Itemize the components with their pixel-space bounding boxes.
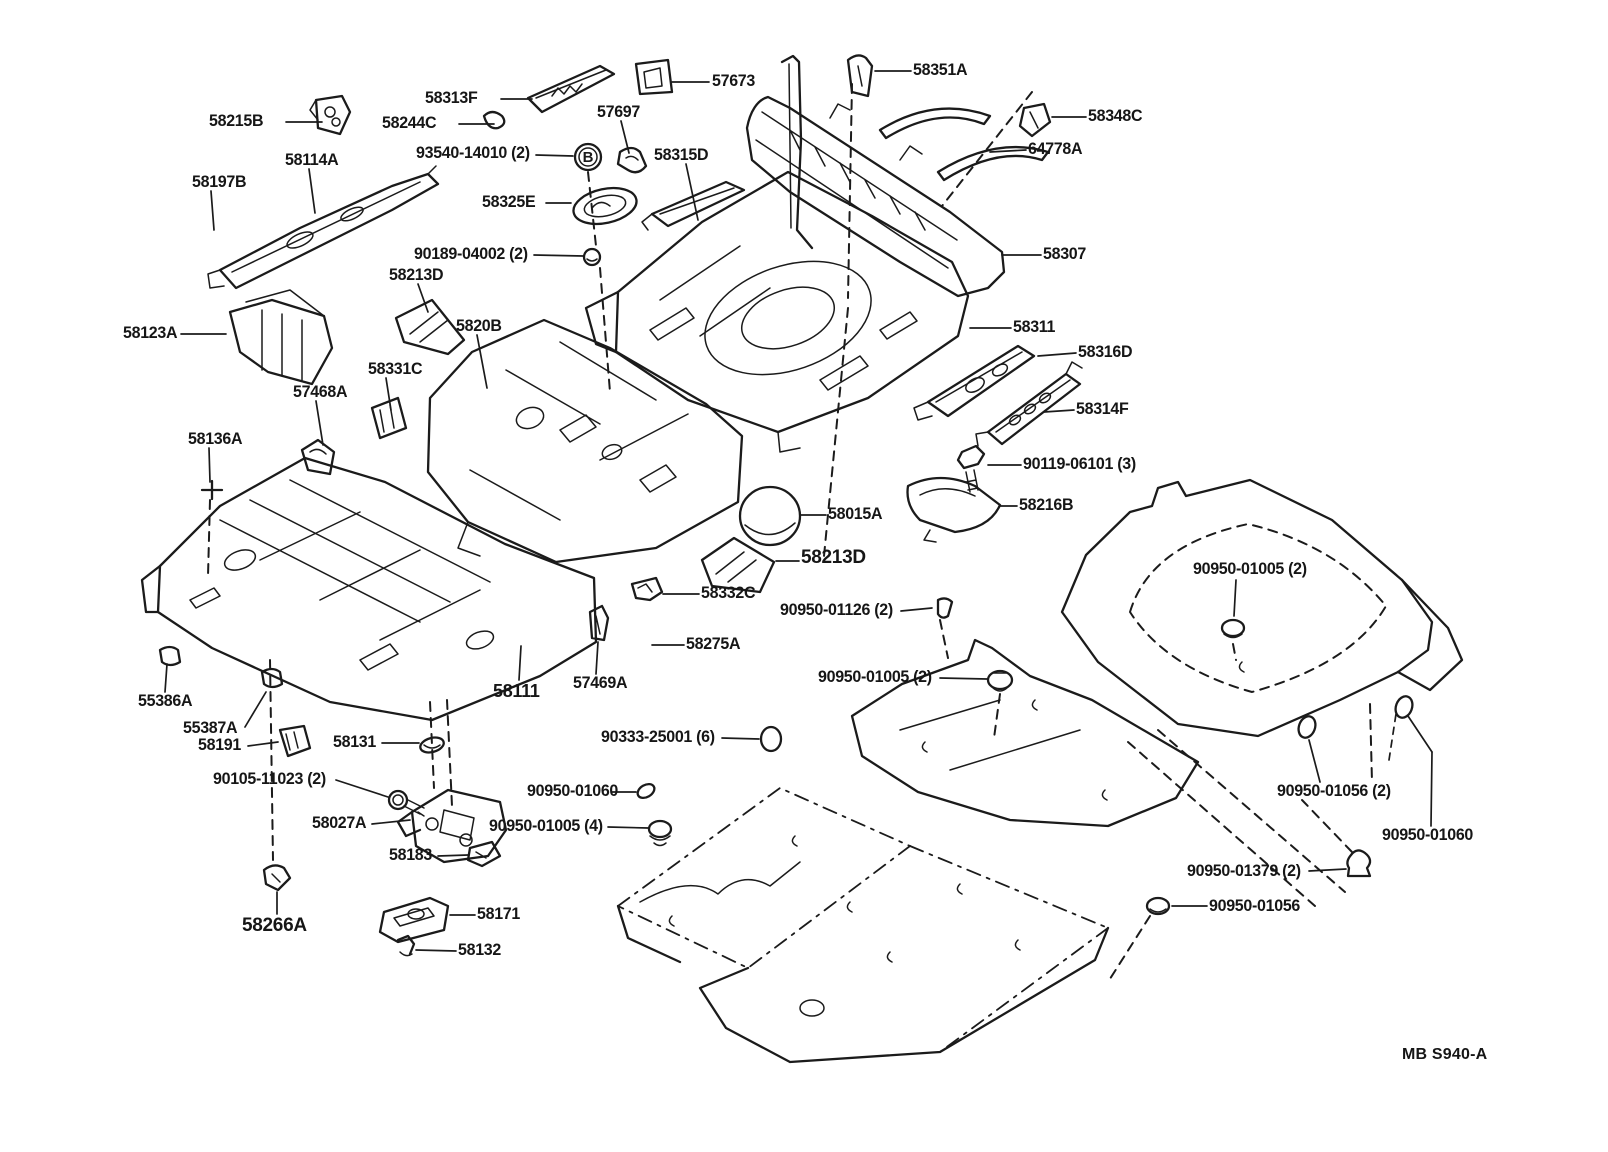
part-90950-01056-rings-shape — [1296, 694, 1416, 740]
part-58266A-shape — [264, 865, 290, 890]
part-58171-shape — [380, 898, 448, 942]
part-55386A-shape — [160, 647, 180, 665]
part-90105-bolt-shape — [389, 791, 424, 816]
part-58215B-shape — [310, 96, 350, 134]
leader-line — [245, 692, 266, 727]
part-90950-01056-grommet-shape — [1147, 898, 1169, 914]
leader-line — [1309, 740, 1320, 782]
leader-line — [309, 169, 315, 213]
leader-line — [940, 678, 987, 679]
part-mid-carpet-shape — [852, 640, 1198, 826]
part-90189-nut-shape — [584, 249, 600, 265]
part-90950-01005-plug-front-shape — [649, 821, 671, 846]
part-rear-pillar-shape — [782, 56, 812, 248]
part-90950-01126-plug-shape — [938, 598, 952, 617]
part-58348C-shape — [1020, 104, 1050, 136]
leader-line — [386, 378, 391, 410]
leader-line — [1044, 410, 1074, 412]
part-58351A-shape — [848, 55, 872, 96]
part-57469A-shape — [590, 606, 608, 640]
part-64778A-shape — [880, 109, 1048, 180]
part-57697-shape — [618, 148, 646, 172]
part-58015A-plug-shape — [740, 487, 800, 545]
leader-line — [1309, 869, 1346, 871]
part-58216B-shape — [908, 478, 1001, 542]
drawing-code: MB S940-A — [1402, 1046, 1488, 1063]
leader-line — [1389, 714, 1396, 760]
leader-line — [686, 164, 698, 220]
part-58111-shape — [142, 458, 596, 720]
part-58313F-shape — [528, 66, 614, 112]
leader-line — [165, 664, 167, 692]
leader-line — [248, 742, 278, 746]
circled-b-marker: B — [575, 144, 601, 170]
leader-line — [1234, 580, 1236, 616]
part-58123A-shape — [230, 290, 332, 384]
part-rear-carpet-shape — [1062, 480, 1462, 736]
part-58244C-shape — [484, 112, 504, 128]
part-57468A-shape — [302, 440, 334, 474]
part-58027A-shape — [398, 790, 506, 862]
leader-line — [1431, 752, 1432, 826]
leader-line — [621, 121, 629, 153]
part-55387A-shape — [262, 669, 282, 687]
part-58325E-shape — [570, 183, 640, 230]
part-90950-01005-plug-rear-shape — [1222, 620, 1244, 638]
part-58213D-bracket-lower-shape — [702, 538, 774, 592]
part-90333-grommet-shape — [761, 727, 781, 751]
part-58315D-shape — [642, 182, 744, 230]
leader-line — [901, 608, 932, 611]
part-58131-shape — [419, 735, 446, 755]
leader-line — [209, 448, 210, 482]
leader-line — [438, 855, 468, 856]
part-58314F-shape — [976, 362, 1082, 446]
leader-line — [211, 191, 214, 230]
leader-line — [372, 820, 410, 824]
part-58316D-shape — [914, 346, 1034, 420]
part-57673-shape — [636, 60, 672, 94]
leader-line — [990, 150, 1026, 152]
circled-b-text: B — [583, 149, 594, 166]
part-58136A-shape — [202, 481, 222, 499]
part-58311-shape — [586, 172, 968, 452]
leader-line — [336, 780, 388, 797]
part-58307-shape — [747, 97, 1004, 296]
leader-line — [416, 950, 456, 951]
part-front-mat-left-shape — [618, 788, 910, 968]
part-58213D-bracket-upper-shape — [396, 300, 464, 354]
leader-line — [519, 646, 521, 680]
part-90950-01379-pin-shape — [1347, 850, 1370, 876]
part-90950-01060-left-grommet-shape — [635, 781, 657, 800]
leader-line — [1038, 353, 1076, 356]
part-5820B-shape — [428, 320, 742, 562]
part-58183-shape — [468, 842, 500, 866]
dashed-band-right — [1128, 730, 1345, 906]
part-58332C-shape — [632, 578, 662, 600]
leader-line — [536, 155, 573, 156]
construction-lines — [208, 84, 1372, 982]
leader-lines-layer — [165, 71, 1432, 951]
leader-line — [722, 738, 759, 739]
leader-line — [534, 255, 583, 256]
part-58132-shape — [398, 936, 414, 956]
leader-line — [1408, 716, 1432, 752]
part-90950-01005-plug-mid-shape — [988, 671, 1012, 691]
leader-line — [596, 642, 598, 674]
part-58331C-shape — [372, 398, 406, 438]
part-58191-shape — [280, 726, 310, 756]
leader-line — [477, 335, 487, 388]
part-58114A-shape — [208, 166, 438, 288]
part-front-mat-right-shape — [700, 846, 1108, 1062]
leader-line — [316, 401, 323, 445]
leader-line — [418, 284, 428, 312]
leader-line — [608, 827, 648, 828]
